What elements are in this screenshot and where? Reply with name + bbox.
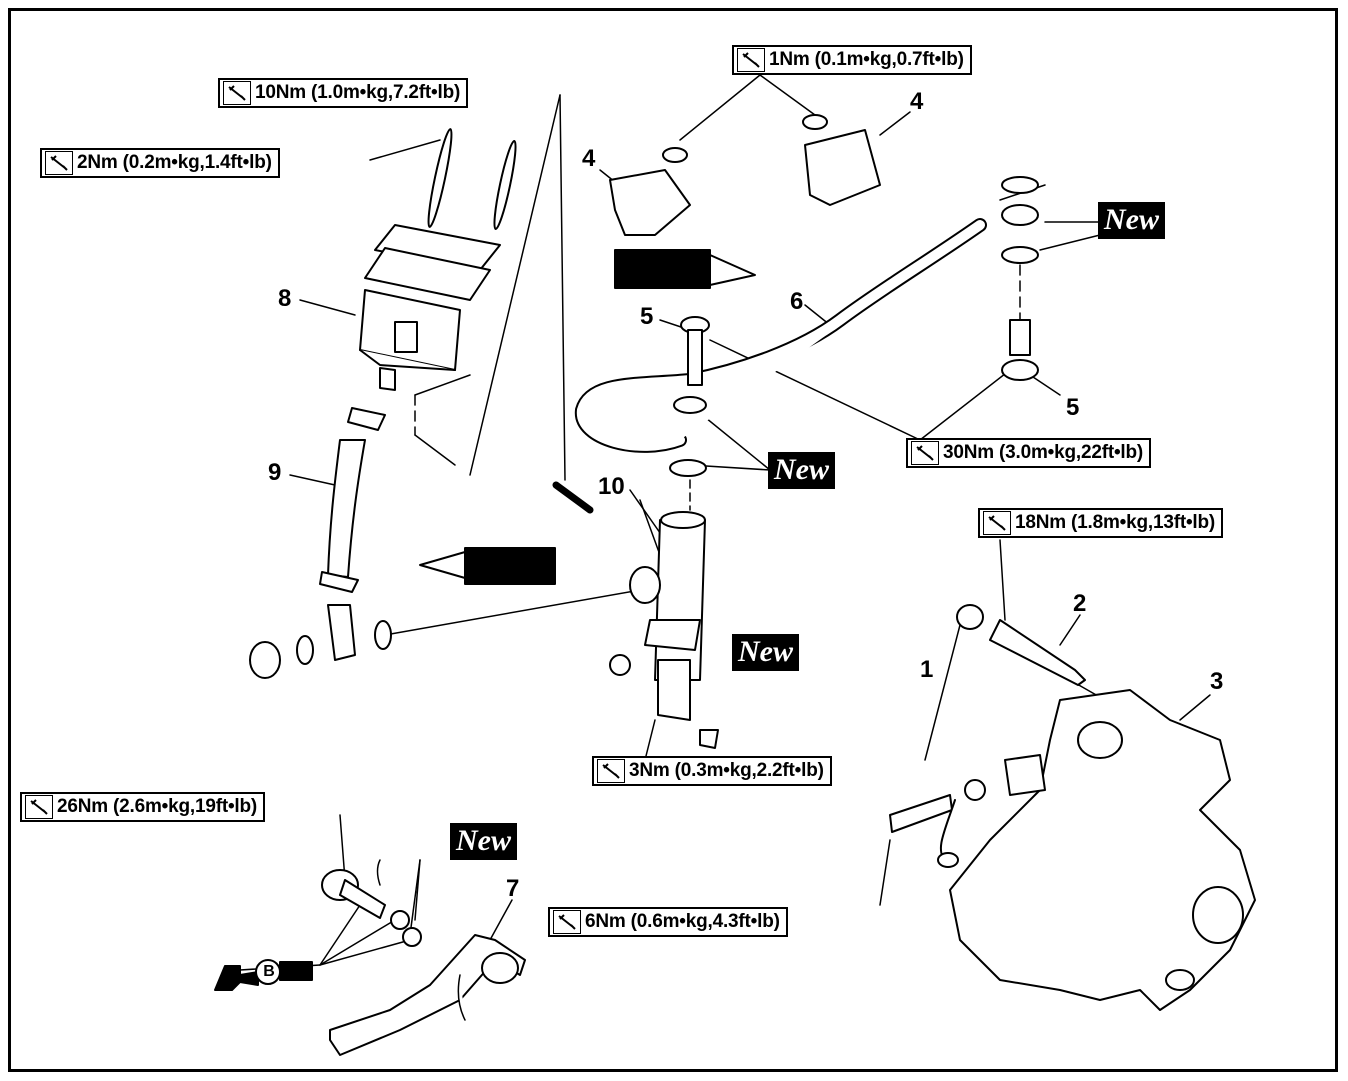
torque-wrench-icon	[983, 511, 1011, 535]
diagram-frame	[8, 8, 1338, 1072]
part-number-5-right: 5	[1066, 394, 1080, 421]
caliper-pin	[956, 604, 1086, 686]
torque-wrench-icon	[911, 441, 939, 465]
torque-value: 2Nm (0.2m•kg,1.4ft•lb)	[77, 152, 272, 173]
torque-label-2nm: 2Nm (0.2m•kg,1.4ft•lb)	[40, 148, 280, 178]
torque-label-3nm: 3Nm (0.3m•kg,2.2ft•lb)	[592, 756, 832, 786]
brake-pads	[419, 249, 756, 585]
new-badge: New	[732, 634, 799, 671]
part-number-3: 3	[1210, 668, 1224, 695]
part-number-10: 10	[598, 473, 625, 500]
torque-value: 10Nm (1.0m•kg,7.2ft•lb)	[255, 82, 461, 103]
part-number-7: 7	[506, 875, 520, 902]
part-number-8: 8	[278, 285, 292, 312]
part-number-4-left: 4	[582, 145, 596, 172]
brake-pedal	[321, 859, 526, 1056]
torque-wrench-icon	[223, 81, 251, 105]
new-badge: New	[450, 823, 517, 860]
torque-label-1nm: 1Nm (0.1m•kg,0.7ft•lb)	[732, 45, 972, 75]
torque-value: 1Nm (0.1m•kg,0.7ft•lb)	[769, 49, 964, 70]
torque-label-18nm: 18Nm (1.8m•kg,13ft•lb)	[978, 508, 1224, 538]
torque-wrench-icon	[597, 759, 625, 783]
part-number-5-left: 5	[640, 303, 654, 330]
new-badge: New	[768, 452, 835, 489]
torque-label-6nm: 6Nm (0.6m•kg,4.3ft•lb)	[548, 907, 788, 937]
number-leaders	[289, 111, 1211, 941]
torque-value: 6Nm (0.6m•kg,4.3ft•lb)	[585, 911, 780, 932]
grease-gun-marker	[214, 959, 313, 991]
torque-label-10nm: 10Nm (1.0m•kg,7.2ft•lb)	[218, 78, 469, 108]
torque-value: 30Nm (3.0m•kg,22ft•lb)	[943, 442, 1144, 463]
part-number-2: 2	[1073, 590, 1087, 617]
torque-value: 26Nm (2.6m•kg,19ft•lb)	[57, 796, 258, 817]
reservoir-assembly	[359, 128, 517, 391]
torque-wrench-icon	[553, 910, 581, 934]
hose-fitting	[249, 604, 392, 679]
torque-wrench-icon	[737, 48, 765, 72]
brake-hose	[574, 176, 1039, 477]
torque-label-30nm: 30Nm (3.0m•kg,22ft•lb)	[906, 438, 1152, 468]
torque-wrench-icon	[45, 151, 73, 175]
new-badge: New	[1098, 202, 1165, 239]
master-cylinder	[552, 481, 719, 749]
hose-clamps	[609, 114, 881, 236]
part-number-6: 6	[790, 288, 804, 315]
torque-wrench-icon	[25, 795, 53, 819]
torque-value: 18Nm (1.8m•kg,13ft•lb)	[1015, 512, 1216, 533]
caliper-bracket	[949, 689, 1256, 1011]
torque-label-26nm: 26Nm (2.6m•kg,19ft•lb)	[20, 792, 266, 822]
reservoir-hose	[319, 407, 386, 593]
grease-marker-letter: B	[263, 963, 275, 980]
part-number-4-right: 4	[910, 88, 924, 115]
torque-value: 3Nm (0.3m•kg,2.2ft•lb)	[629, 760, 824, 781]
part-number-9: 9	[268, 459, 282, 486]
bleed-screw	[889, 779, 986, 868]
part-number-1: 1	[920, 656, 934, 683]
leader-lines	[239, 74, 1106, 971]
